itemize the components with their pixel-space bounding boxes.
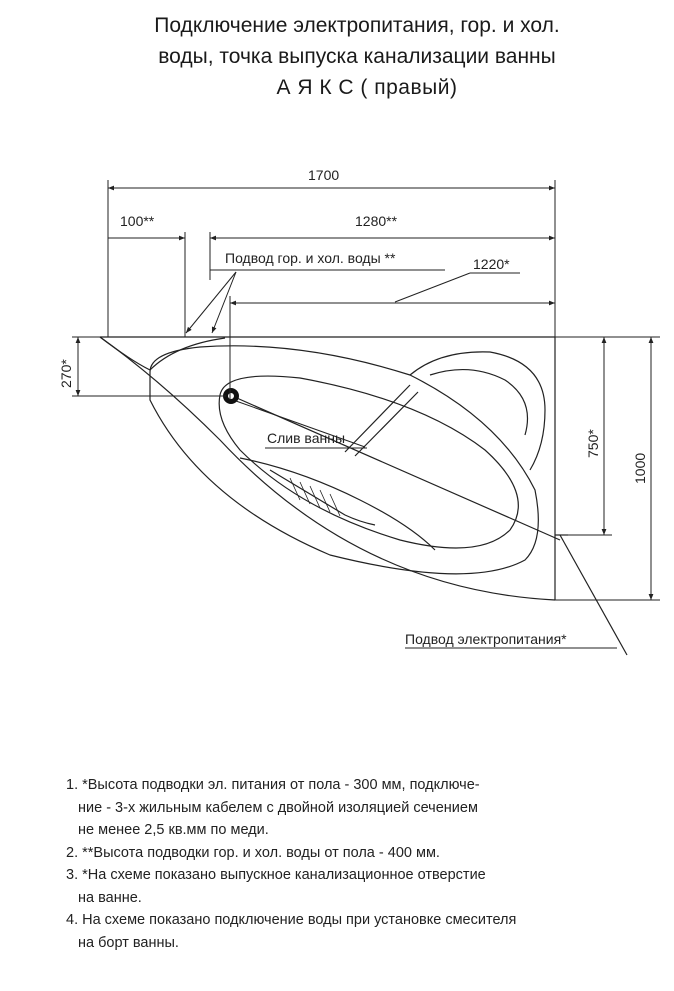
dimension-1280-label: 1280** (355, 213, 398, 229)
power-supply-label: Подвод электропитания* (405, 631, 567, 647)
title-line-1: Подключение электропитания, гор. и хол. (154, 14, 560, 37)
note-4-line-1: 4. На схеме показано подключение воды пр… (66, 912, 517, 928)
dimension-1000 (555, 336, 660, 601)
dimension-1220-label: 1220* (473, 256, 510, 272)
bathtub-outline (99, 336, 561, 601)
dimension-1000-label: 1000 (632, 453, 648, 484)
basin-divider (344, 384, 411, 453)
note-3-line-1: 3. *На схеме показано выпускное канализа… (66, 867, 486, 883)
dimension-100-label: 100** (120, 213, 155, 229)
bath-axis-line (229, 394, 561, 541)
title-line-2: воды, точка выпуска канализации ванны (158, 45, 556, 68)
headrest-lobe (409, 351, 546, 471)
rim-upper-edge (99, 336, 226, 371)
dimension-100-1280 (108, 232, 555, 337)
drain-label: Слив ванны (267, 430, 345, 446)
drain-leader (235, 400, 366, 448)
inner-rim (149, 345, 539, 575)
dimension-750 (555, 336, 612, 536)
dimension-1700-label: 1700 (308, 167, 339, 183)
seat-curve-2 (269, 469, 376, 526)
water-supply-label: Подвод гор. и хол. воды ** (225, 250, 396, 266)
dimension-750-label: 750* (585, 429, 601, 458)
hatch-marks (289, 477, 341, 517)
dimension-1700 (107, 180, 556, 337)
note-4-line-2: на борт ванны. (78, 934, 179, 951)
headrest-inner (429, 368, 529, 436)
basin-divider-2 (354, 391, 419, 457)
dimension-270 (72, 336, 226, 397)
note-1-line-1: 1. *Высота подводки эл. питания от пола … (66, 777, 480, 793)
bath-basin (218, 375, 519, 549)
note-1-line-3: не менее 2,5 кв.мм по меди. (78, 822, 269, 838)
dimension-270-label: 270* (58, 359, 74, 388)
notes-list: 1. *Высота подводки эл. питания от пола … (66, 774, 656, 954)
power-supply-marker (555, 534, 628, 656)
outer-rim (99, 336, 556, 601)
title-line-3: А Я К С ( правый) (276, 76, 458, 99)
seat-curve (239, 457, 436, 551)
note-2: 2. **Высота подводки гор. и хол. воды от… (66, 844, 440, 861)
note-1-line-2: ние - 3-х жильным кабелем с двойной изол… (78, 799, 478, 816)
note-3-line-2: на ванне. (78, 889, 142, 906)
water-supply-arrows (185, 269, 445, 334)
bathtub-connection-diagram: Слив ванны 1700 100** 1280** Подвод гор.… (58, 167, 660, 656)
dimension-1220 (229, 272, 555, 400)
